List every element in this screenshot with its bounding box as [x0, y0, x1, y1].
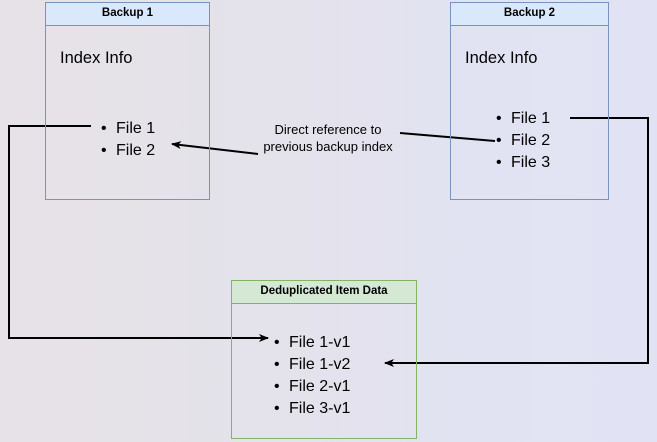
direct-reference-caption: Direct reference to previous backup inde…: [247, 121, 409, 155]
backup-2-title: Backup 2: [451, 3, 608, 26]
backup-2-body: Index Info File 1 File 2 File 3: [451, 26, 608, 199]
backup-1-index-label: Index Info: [60, 49, 133, 67]
list-item: File 1: [496, 108, 550, 130]
list-item: File 2-v1: [274, 376, 350, 398]
list-item: File 1-v2: [274, 354, 350, 376]
backup-2-file-list: File 1 File 2 File 3: [496, 108, 550, 174]
list-item: File 3-v1: [274, 398, 350, 420]
backup-1-body: Index Info File 1 File 2: [46, 26, 209, 199]
caption-line-2: previous backup index: [263, 139, 393, 154]
backup-2-box[interactable]: Backup 2 Index Info File 1 File 2 File 3: [450, 2, 609, 200]
caption-line-1: Direct reference to: [274, 122, 382, 137]
list-item: File 2: [496, 130, 550, 152]
deduplicated-item-list: File 1-v1 File 1-v2 File 2-v1 File 3-v1: [274, 332, 350, 420]
deduplicated-item-data-box[interactable]: Deduplicated Item Data File 1-v1 File 1-…: [231, 280, 417, 439]
list-item: File 1-v1: [274, 332, 350, 354]
backup-1-file-list: File 1 File 2: [101, 118, 155, 162]
list-item: File 3: [496, 152, 550, 174]
deduplicated-item-data-body: File 1-v1 File 1-v2 File 2-v1 File 3-v1: [232, 304, 416, 438]
list-item: File 2: [101, 140, 155, 162]
backup-1-title: Backup 1: [46, 3, 209, 26]
deduplicated-item-data-title: Deduplicated Item Data: [232, 281, 416, 304]
backup-1-box[interactable]: Backup 1 Index Info File 1 File 2: [45, 2, 210, 200]
backup-2-index-label: Index Info: [465, 49, 538, 67]
list-item: File 1: [101, 118, 155, 140]
